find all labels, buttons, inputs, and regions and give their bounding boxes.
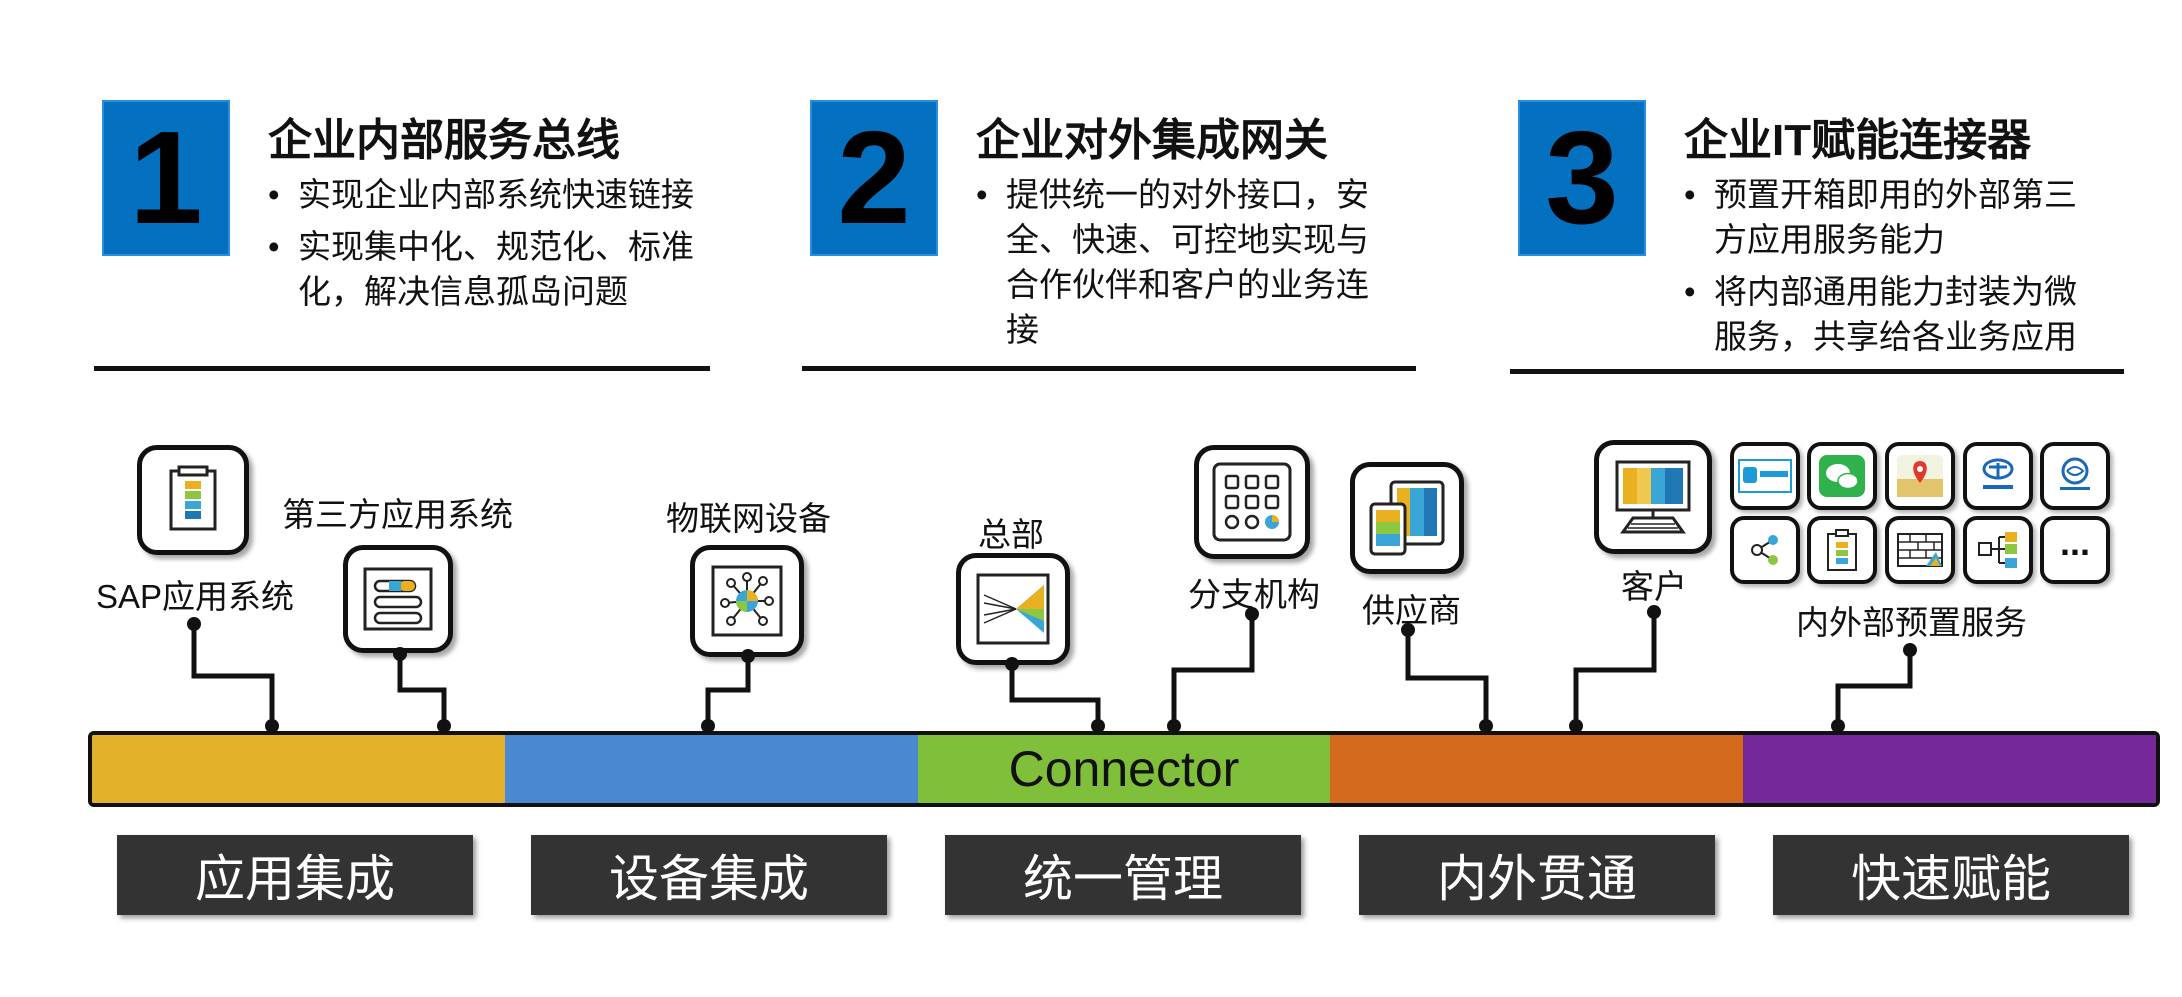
connector-dot — [1005, 657, 1019, 671]
card-title: 企业IT赋能连接器 — [1684, 116, 2032, 165]
bus-dot — [1569, 719, 1583, 733]
more-icon[interactable]: ... — [2040, 516, 2110, 584]
divider — [802, 366, 1416, 371]
bus-dot — [1479, 719, 1493, 733]
headquarters-icon[interactable] — [956, 553, 1070, 665]
alipay-icon[interactable] — [1730, 442, 1800, 510]
category-device-integration[interactable]: 设备集成 — [531, 835, 887, 915]
bus-segment-interconnect — [1330, 735, 1744, 803]
document-icon[interactable] — [1807, 516, 1877, 584]
supplier-icon[interactable] — [1350, 462, 1464, 574]
connector-dot — [741, 649, 755, 663]
branch-label: 分支机构 — [1188, 576, 1320, 613]
hq-label: 总部 — [978, 516, 1044, 553]
bullet-list: 提供统一的对外接口，安全、快速、可控地实现与合作伙伴和客户的业务连接 — [976, 172, 1376, 359]
bullet-list: 实现企业内部系统快速链接 实现集中化、规范化、标准化，解决信息孤岛问题 — [268, 172, 708, 321]
maps-icon[interactable] — [1885, 442, 1955, 510]
divider — [1510, 369, 2124, 374]
branch-office-icon[interactable] — [1194, 445, 1310, 559]
bullet-item: 提供统一的对外接口，安全、快速、可控地实现与合作伙伴和客户的业务连接 — [976, 172, 1376, 352]
customer-terminal-icon[interactable] — [1594, 440, 1712, 554]
bus-segment-management — [917, 735, 1331, 803]
supplier-label: 供应商 — [1362, 592, 1461, 629]
bus-segment-enable — [1743, 735, 2156, 803]
bus-segment-device — [504, 735, 918, 803]
services-label: 内外部预置服务 — [1796, 604, 2027, 641]
wechat-icon[interactable] — [1807, 442, 1877, 510]
bus-segment-app — [92, 735, 505, 803]
connector-dot — [1903, 643, 1917, 657]
bullet-item: 将内部通用能力封装为微服务，共享给各业务应用 — [1684, 269, 2094, 359]
iot-label: 物联网设备 — [666, 500, 831, 537]
category-fast-enablement[interactable]: 快速赋能 — [1773, 835, 2129, 915]
china-mobile-icon[interactable] — [2040, 442, 2110, 510]
divider — [94, 366, 710, 371]
china-telecom-icon[interactable] — [1963, 442, 2033, 510]
connector-bus — [88, 731, 2160, 807]
brick-wall-icon[interactable] — [1885, 516, 1955, 584]
connector-dot — [1401, 623, 1415, 637]
sap-label: SAP应用系统 — [96, 578, 295, 615]
number-badge: 1 — [102, 100, 230, 256]
bullet-item: 实现企业内部系统快速链接 — [268, 172, 708, 217]
bullet-item: 预置开箱即用的外部第三方应用服务能力 — [1684, 172, 2094, 262]
customer-label: 客户 — [1621, 568, 1687, 605]
bus-dot — [1831, 719, 1845, 733]
connector-dot — [187, 617, 201, 631]
bullet-list: 预置开箱即用的外部第三方应用服务能力 将内部通用能力封装为微服务，共享给各业务应… — [1684, 172, 2094, 366]
more-label: ... — [2059, 522, 2090, 563]
category-unified-management[interactable]: 统一管理 — [945, 835, 1301, 915]
third-party-label: 第三方应用系统 — [282, 496, 513, 533]
sap-system-icon[interactable] — [137, 445, 249, 555]
third-party-system-icon[interactable] — [343, 545, 453, 653]
card-title: 企业内部服务总线 — [268, 116, 620, 165]
share-icon[interactable] — [1730, 516, 1800, 584]
card-title: 企业对外集成网关 — [976, 116, 1328, 165]
connector-dot — [393, 647, 407, 661]
bus-dot — [701, 719, 715, 733]
category-interconnection[interactable]: 内外贯通 — [1359, 835, 1715, 915]
bus-dot — [265, 719, 279, 733]
connector-label: Connector — [1008, 741, 1240, 797]
number-badge: 3 — [1518, 100, 1646, 256]
org-chart-icon[interactable] — [1963, 516, 2033, 584]
iot-device-icon[interactable] — [690, 545, 804, 657]
bus-dot — [1091, 719, 1105, 733]
bullet-item: 实现集中化、规范化、标准化，解决信息孤岛问题 — [268, 224, 708, 314]
number-badge: 2 — [810, 100, 938, 256]
connector-dot — [1245, 607, 1259, 621]
bus-dot — [1167, 719, 1181, 733]
connector-dot — [1647, 605, 1661, 619]
bus-dot — [437, 719, 451, 733]
category-app-integration[interactable]: 应用集成 — [117, 835, 473, 915]
